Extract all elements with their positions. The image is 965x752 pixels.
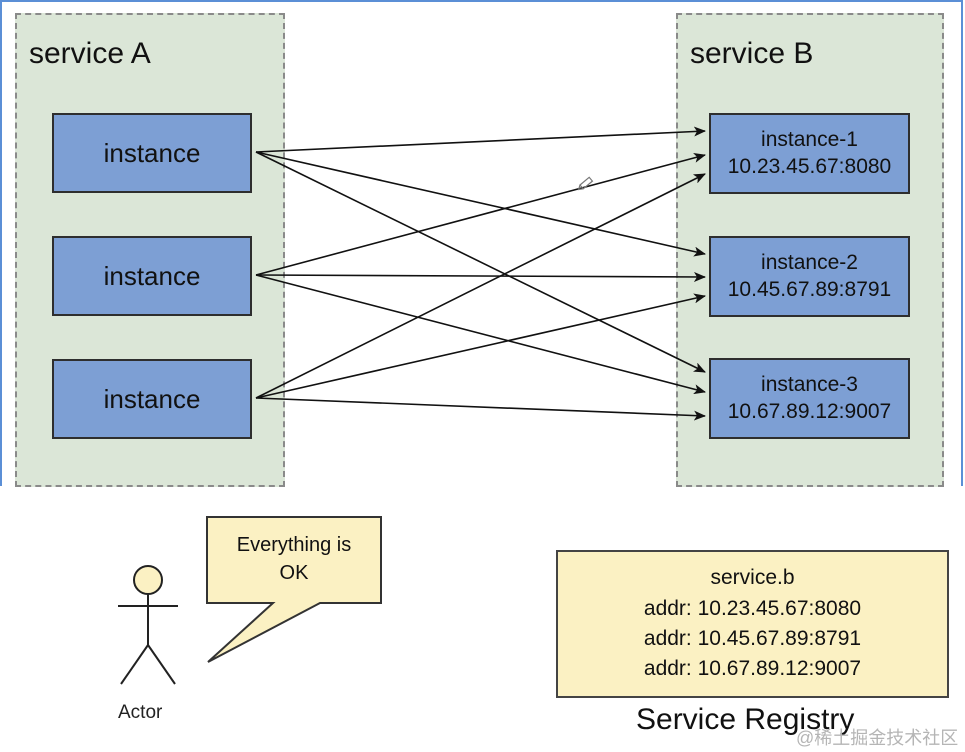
instance-addr: 10.67.89.12:9007 — [727, 399, 892, 423]
instance-name: instance-3 — [761, 373, 858, 397]
service-b-title: service B — [690, 37, 814, 70]
service-a-instance: instance — [52, 236, 252, 316]
service-b-instance-1: instance-1 10.23.45.67:8080 — [709, 113, 910, 194]
actor-label: Actor — [118, 702, 163, 723]
service-a-instance: instance — [52, 359, 252, 439]
bubble-line: Everything is — [236, 534, 352, 556]
registry-service-name: service.b — [710, 566, 795, 590]
registry-addr: addr: 10.45.67.89:8791 — [643, 627, 862, 650]
registry-addr: addr: 10.23.45.67:8080 — [643, 596, 862, 620]
service-b-instance-2: instance-2 10.45.67.89:8791 — [709, 236, 910, 317]
service-registry-title: Service Registry — [636, 703, 855, 736]
instance-name: instance-2 — [761, 251, 858, 275]
service-a-title: service A — [29, 37, 151, 70]
instance-name: instance-1 — [761, 128, 858, 152]
speech-bubble-text: Everything is OK — [207, 517, 381, 601]
actor-figure — [118, 565, 178, 685]
bubble-line: OK — [279, 562, 309, 584]
instance-addr: 10.23.45.67:8080 — [727, 154, 892, 178]
service-a-instance: instance — [52, 113, 252, 193]
registry-addr: addr: 10.67.89.12:9007 — [643, 657, 862, 681]
watermark: @稀土掘金技术社区 — [796, 728, 959, 748]
diagram-frame — [0, 0, 963, 486]
instance-addr: 10.45.67.89:8791 — [727, 277, 892, 301]
actor-head — [133, 565, 163, 595]
service-registry-box: service.b addr: 10.23.45.67:8080 addr: 1… — [556, 550, 949, 698]
service-b-instance-3: instance-3 10.67.89.12:9007 — [709, 358, 910, 439]
